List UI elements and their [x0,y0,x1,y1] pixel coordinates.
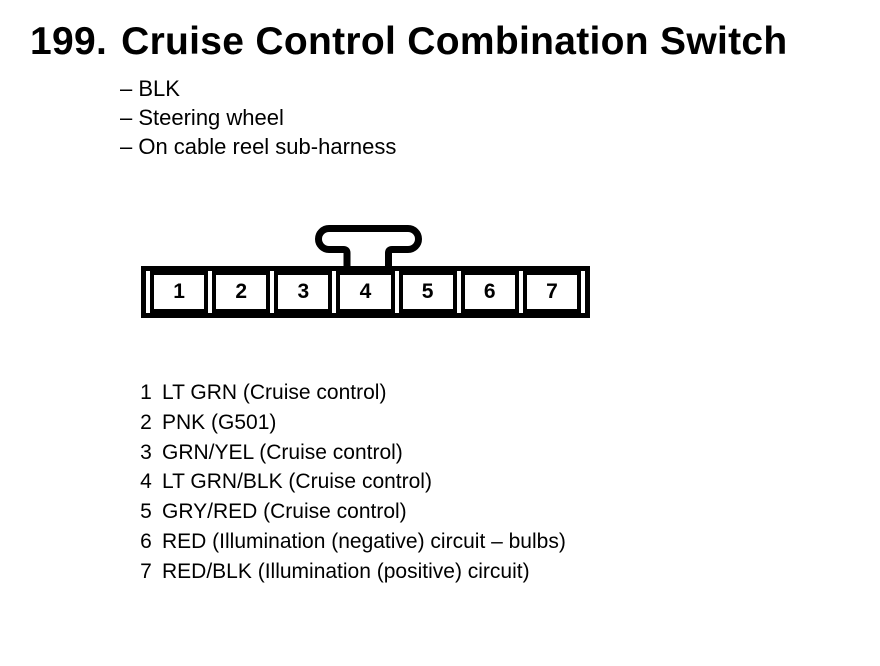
pin-number: 2 [140,410,152,434]
figure-title: Cruise Control Combination Switch [121,20,788,63]
pin-legend-row: 5 GRY/RED (Cruise control) [139,497,566,527]
pin-number: 4 [140,470,152,494]
pin-description: GRY/RED (Cruise control) [162,500,407,524]
pin-number: 7 [140,559,152,583]
pin-description: LT GRN (Cruise control) [162,381,387,404]
pin-cell-4: 4 [336,271,395,313]
pin-description: GRN/YEL (Cruise control) [162,440,403,464]
pin-legend-row: 6 RED (Illumination (negative) circuit –… [139,527,566,557]
pin-cell-5: 5 [398,271,457,313]
pin-number: 6 [140,529,152,553]
note-line: – On cable reel sub-harness [120,134,397,159]
note-line: – Steering wheel [120,105,284,130]
pin-description: RED/BLK (Illumination (positive) circuit… [162,559,530,583]
connector-lock-tab [315,225,422,267]
pin-legend-row: 3 GRN/YEL (Cruise control) [139,438,566,468]
connector-body: 1 2 3 4 5 6 7 [141,266,590,318]
pin-legend: 1 LT GRN (Cruise control) 2 PNK (G501) 3… [139,378,566,587]
pin-cell-1: 1 [150,271,209,313]
figure-heading: 199. Cruise Control Combination Switch [30,22,788,61]
pin-cell-2: 2 [212,271,271,313]
pin-description: RED (Illumination (negative) circuit – b… [162,529,566,553]
pin-cell-7: 7 [522,271,581,313]
pin-legend-row: 1 LT GRN (Cruise control) [139,378,566,408]
pin-number: 5 [140,500,152,524]
note-line: – BLK [120,76,180,101]
pin-number: 1 [140,381,152,404]
pin-number: 3 [140,440,152,464]
pin-description: PNK (G501) [162,410,277,434]
pin-legend-row: 2 PNK (G501) [139,408,566,438]
pin-cell-6: 6 [460,271,519,313]
figure-number: 199. [30,20,108,63]
pin-legend-row: 7 RED/BLK (Illumination (positive) circu… [139,557,566,587]
pin-cell-3: 3 [274,271,333,313]
connector-diagram: 1 2 3 4 5 6 7 [141,221,590,318]
pin-legend-row: 4 LT GRN/BLK (Cruise control) [139,467,566,497]
wire-notes: – BLK – Steering wheel – On cable reel s… [120,74,396,161]
pin-description: LT GRN/BLK (Cruise control) [162,470,432,494]
